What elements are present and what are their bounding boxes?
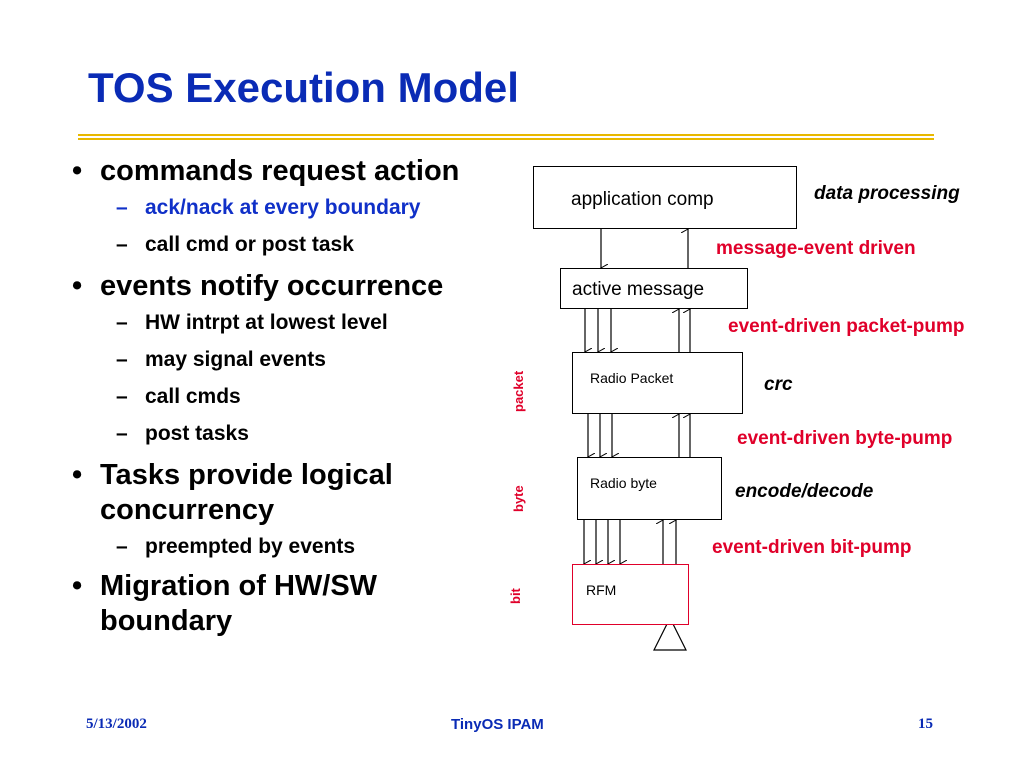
radio-packet-box: Radio Packet [572,352,743,414]
sub-bullet-text: post tasks [145,422,249,445]
footer-title: TinyOS IPAM [451,716,544,733]
sub-bullet-call-cmd: – call cmd or post task [116,233,354,256]
side-label-packet: packet [511,370,526,412]
annotation-message-event: message-event driven [716,238,916,259]
footer-page-number: 15 [918,716,933,732]
rfm-box: RFM [572,564,689,625]
annotation-byte-pump: event-driven byte-pump [737,428,953,449]
bullet-text: commands request action [100,155,460,187]
box-label: RFM [586,582,617,598]
sub-bullet-preempted: – preempted by events [116,535,356,558]
annotation-bit-pump: event-driven bit-pump [712,537,912,558]
bullet-commands: • commands request action [72,155,460,187]
active-message-box: active message [560,268,748,309]
side-label-bit: bit [508,588,523,604]
sub-bullet-post-tasks: – post tasks [116,422,249,445]
bullet-text: Tasks provide logical concurrency [100,459,393,526]
bullet-list: • commands request action – ack/nack at … [70,150,530,639]
bullet-text: Migration of HW/SW boundary [100,570,378,637]
sub-bullet-text: call cmds [145,385,241,408]
annotation-data-processing: data processing [814,183,960,204]
sub-bullet-text: call cmd or post task [145,233,354,256]
box-label: active message [572,279,705,300]
bullet-text: events notify occurrence [100,270,444,302]
box-label: application comp [571,189,714,210]
sub-bullet-text: HW intrpt at lowest level [145,311,388,334]
application-comp-box: application comp [533,166,797,229]
annotation-packet-pump: event-driven packet-pump [728,316,965,337]
bullet-tasks: • Tasks provide logical concurrency [72,459,393,526]
box-label: Radio Packet [590,370,674,386]
sub-bullet-signal: – may signal events [116,348,326,371]
radio-byte-box: Radio byte [577,457,722,520]
title-rule-top [78,134,934,136]
bullet-migration: • Migration of HW/SW boundary [72,570,378,637]
annotation-encode-decode: encode/decode [735,481,874,502]
sub-bullet-text: ack/nack at every boundary [145,196,421,219]
title-rule-bottom [78,138,934,140]
annotation-crc: crc [764,374,793,395]
box-label: Radio byte [590,475,657,491]
sub-bullet-hw-intrpt: – HW intrpt at lowest level [116,311,388,334]
side-label-byte: byte [511,485,526,512]
antenna-triangle [653,616,687,651]
slide-title: TOS Execution Model [88,64,519,111]
sub-bullet-ack-nack: – ack/nack at every boundary [116,196,421,219]
sub-bullet-call-cmds: – call cmds [116,385,241,408]
bullet-events: • events notify occurrence [72,270,444,302]
sub-bullet-text: preempted by events [145,535,356,558]
sub-bullet-text: may signal events [145,348,326,371]
footer-date: 5/13/2002 [86,716,147,732]
